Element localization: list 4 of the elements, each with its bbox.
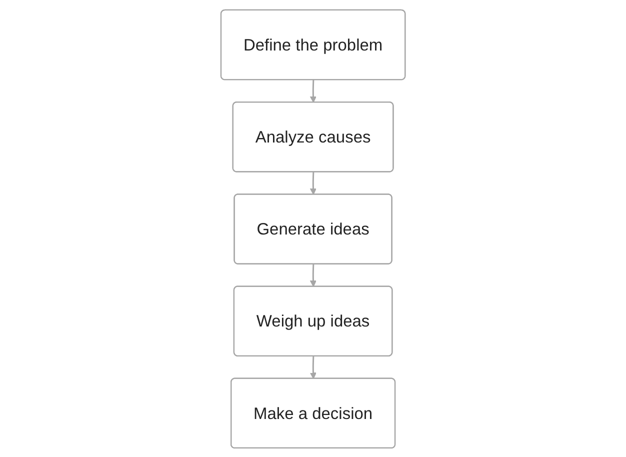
arrow xyxy=(310,264,316,286)
arrow xyxy=(310,356,316,379)
arrow xyxy=(310,172,316,194)
arrow xyxy=(310,79,316,102)
